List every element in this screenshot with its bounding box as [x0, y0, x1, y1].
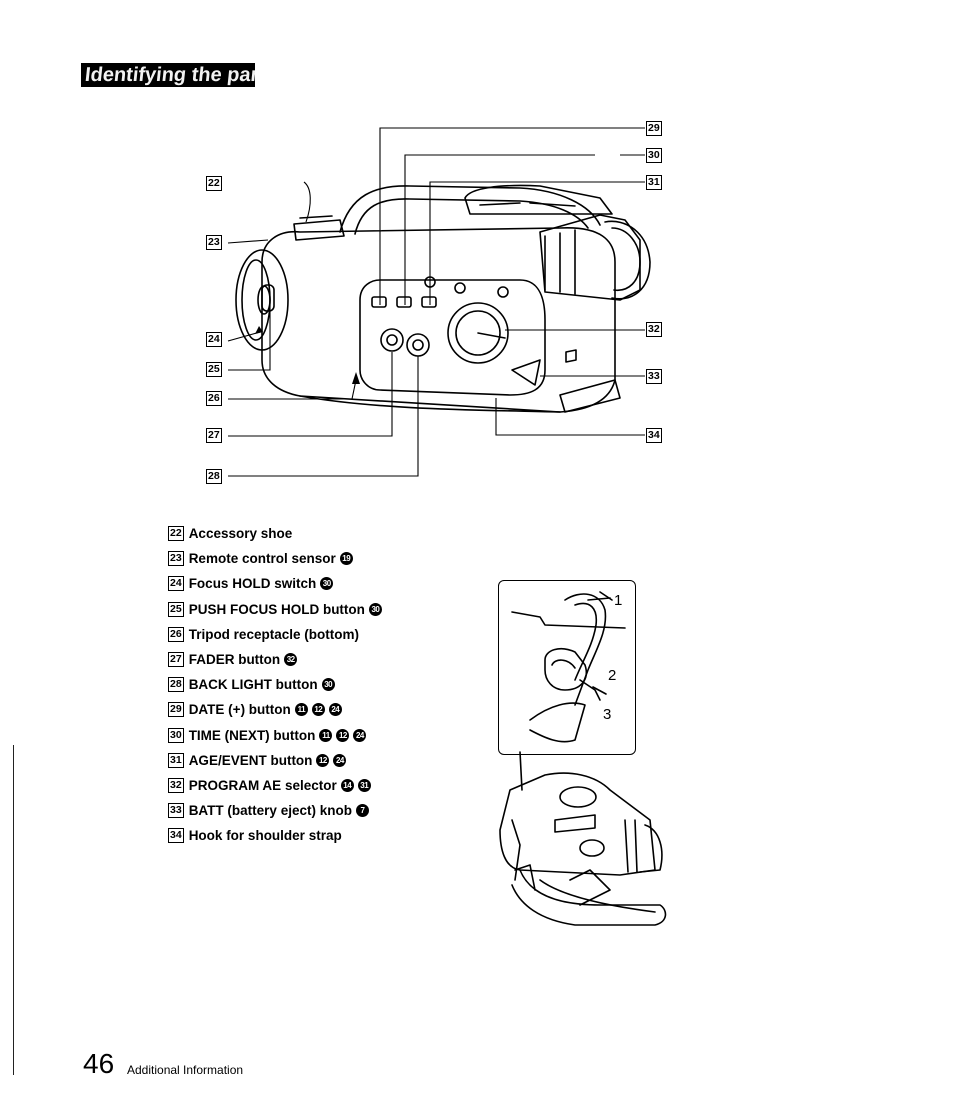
page-reference-icon: 30 [320, 577, 334, 591]
page-reference-icon: 12 [336, 728, 350, 742]
callout-32: 32 [646, 322, 662, 337]
legend-number: 28 [168, 677, 184, 693]
callout-31: 31 [646, 175, 662, 190]
page-reference-icon: 7 [355, 804, 369, 818]
callout-22: 22 [206, 176, 222, 191]
callout-24: 24 [206, 332, 222, 347]
callout-29: 29 [646, 121, 662, 136]
legend-label: PROGRAM AE selector [188, 777, 337, 793]
legend-label: Accessory shoe [188, 526, 293, 542]
callout-23: 23 [206, 235, 222, 250]
footer-section-label: Additional Information [127, 1063, 244, 1077]
page-reference-icon: 24 [328, 703, 342, 717]
legend-number: 27 [168, 652, 184, 668]
margin-rule [13, 745, 14, 1075]
legend-number: 24 [168, 576, 184, 592]
legend-label: DATE (+) button [188, 702, 291, 718]
page-reference-icon: 19 [339, 552, 353, 566]
legend-label: BATT (battery eject) knob [188, 803, 352, 819]
legend-number: 23 [168, 551, 184, 567]
section-header: Identifying the parts [81, 63, 277, 87]
callout-25: 25 [206, 362, 222, 377]
legend-number: 26 [168, 626, 184, 642]
page-reference-icon: 14 [340, 778, 354, 792]
strap-step-2: 2 [608, 667, 617, 684]
page-reference-icon: 30 [321, 678, 335, 692]
legend-label: PUSH FOCUS HOLD button [188, 601, 365, 617]
page-reference-icon: 31 [357, 778, 371, 792]
page-reference-icon: 11 [294, 703, 308, 717]
legend-label: Focus HOLD switch [188, 576, 317, 592]
page-reference-icon: 24 [353, 728, 367, 742]
callout-26: 26 [206, 391, 222, 406]
page-reference-icon: 11 [319, 728, 333, 742]
legend-number: 30 [168, 727, 184, 743]
callout-28: 28 [206, 469, 222, 484]
callout-33: 33 [646, 369, 662, 384]
callout-30: 30 [646, 148, 662, 163]
legend-label: TIME (NEXT) button [188, 727, 316, 743]
legend-label: AGE/EVENT button [188, 752, 313, 768]
legend-number: 33 [168, 803, 184, 819]
legend-number: 32 [168, 777, 184, 793]
strap-step-3: 3 [603, 706, 612, 723]
legend-label: Hook for shoulder strap [188, 828, 342, 844]
strap-step-1: 1 [614, 592, 623, 609]
legend-label: FADER button [188, 652, 281, 668]
callout-34: 34 [646, 428, 662, 443]
legend-number: 29 [168, 702, 184, 718]
page-reference-icon: 32 [284, 653, 298, 667]
legend-label: BACK LIGHT button [188, 677, 318, 693]
page-number: 46 [83, 1048, 115, 1079]
camcorder-diagram [227, 127, 651, 477]
legend-number: 25 [168, 601, 184, 617]
page-reference-icon: 24 [333, 753, 347, 767]
legend-number: 31 [168, 752, 184, 768]
legend-number: 22 [168, 526, 184, 542]
page-reference-icon: 12 [316, 753, 330, 767]
legend-number: 34 [168, 828, 184, 844]
strap-inset-frame [498, 580, 636, 755]
page-reference-icon: 12 [311, 703, 325, 717]
callout-27: 27 [206, 428, 222, 443]
legend-label: Remote control sensor [188, 551, 336, 567]
page-reference-icon: 30 [368, 602, 382, 616]
legend-label: Tripod receptacle (bottom) [188, 626, 359, 642]
